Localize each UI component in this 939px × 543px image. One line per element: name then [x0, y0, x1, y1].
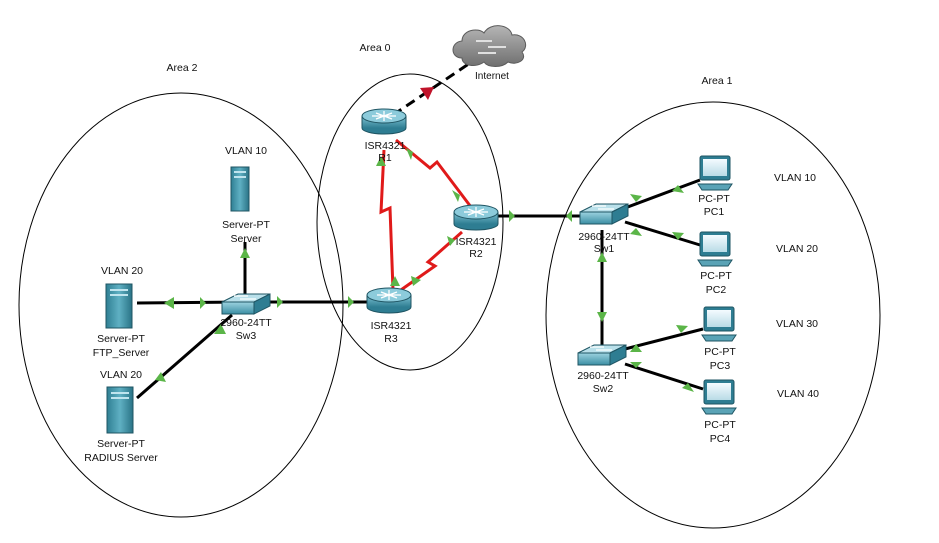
pc3-model: PC-PT	[704, 346, 736, 358]
switch-sw2-model: 2960-24TT	[577, 370, 629, 382]
pc-pc4[interactable]: PC-PT PC4 VLAN 40	[701, 379, 819, 445]
pc2-name: PC2	[706, 284, 727, 296]
switch-arrows-icon	[590, 346, 612, 351]
pc1-name: PC1	[704, 206, 725, 218]
server-model: Server-PT	[222, 219, 270, 231]
link-sw2-pc4[interactable]	[624, 362, 704, 391]
link-up-indicator	[672, 232, 684, 240]
link-up-indicator	[411, 276, 421, 286]
pc2-vlan-label: VLAN 20	[776, 243, 818, 255]
area-0-label: Area 0	[360, 42, 391, 54]
link-up-indicator	[672, 185, 684, 193]
switch-sw1-model: 2960-24TT	[578, 231, 630, 243]
switch-arrows-icon	[234, 295, 256, 300]
area-0-boundary	[316, 73, 504, 371]
switch-sw3-name: Sw3	[236, 330, 257, 342]
link-up-indicator	[200, 297, 206, 309]
radius-server-name: RADIUS Server	[84, 452, 158, 464]
link-sw1-pc1[interactable]	[624, 178, 701, 210]
link-up-indicator	[676, 325, 688, 333]
link-r1-r2-serial[interactable]	[395, 138, 473, 208]
pc3-name: PC3	[710, 360, 731, 372]
router-arrows-icon	[372, 111, 396, 121]
link-down-indicator-internet	[420, 87, 434, 100]
link-up-indicator	[348, 296, 354, 308]
server-server[interactable]: VLAN 10 Server-PT Server	[222, 145, 270, 245]
internet-cloud[interactable]: Internet	[452, 25, 527, 82]
switch-arrows-icon	[592, 205, 614, 210]
router-arrows-icon	[377, 290, 401, 300]
pc-pc3[interactable]: PC-PT PC3 VLAN 30	[701, 306, 818, 372]
router-r3-name: R3	[384, 333, 398, 345]
link-sw2-pc3[interactable]	[624, 327, 704, 351]
link-up-indicator	[630, 228, 642, 236]
link-up-indicator	[630, 194, 642, 202]
link-up-indicator	[597, 312, 607, 322]
internet-label: Internet	[475, 71, 509, 82]
router-r1[interactable]: ISR4321 R1	[361, 108, 407, 164]
link-up-indicator	[390, 276, 400, 286]
link-up-indicator	[597, 252, 607, 262]
link-up-indicator	[452, 190, 460, 202]
server-ftp[interactable]: VLAN 20 Server-PT FTP_Server	[93, 265, 150, 359]
pc4-name: PC4	[710, 433, 731, 445]
link-up-indicator	[630, 362, 642, 368]
link-up-indicator	[214, 324, 226, 334]
pc4-vlan-label: VLAN 40	[777, 388, 819, 400]
link-up-indicator	[447, 236, 455, 246]
link-r1-r3-serial[interactable]	[379, 149, 395, 291]
link-status-indicators	[155, 148, 694, 392]
ftp-server-vlan-label: VLAN 20	[101, 265, 143, 277]
link-up-indicator	[277, 296, 283, 308]
area-2-label: Area 2	[167, 62, 198, 74]
link-up-indicator	[376, 156, 386, 166]
link-up-indicator	[630, 344, 642, 352]
link-up-indicator	[240, 248, 250, 258]
radius-server-vlan-label: VLAN 20	[100, 369, 142, 381]
link-up-indicator	[509, 210, 515, 222]
pc-pc2[interactable]: PC-PT PC2 VLAN 20	[697, 231, 818, 296]
link-up-indicator	[566, 210, 572, 222]
link-up-indicator	[406, 148, 413, 160]
link-sw3-radius[interactable]	[136, 313, 233, 400]
server-tower-icon	[230, 166, 250, 212]
pc1-vlan-label: VLAN 10	[774, 172, 816, 184]
link-up-indicator	[682, 383, 694, 392]
router-r1-model: ISR4321	[365, 140, 406, 152]
pc3-vlan-label: VLAN 30	[776, 318, 818, 330]
router-r3-model: ISR4321	[371, 320, 412, 332]
server-name: Server	[231, 233, 262, 245]
pc4-model: PC-PT	[704, 419, 736, 431]
pc-pc1[interactable]: PC-PT PC1 VLAN 10	[697, 155, 816, 218]
router-r2[interactable]: ISR4321 R2	[453, 204, 499, 260]
link-up-indicator	[155, 372, 166, 382]
radius-server-model: Server-PT	[97, 438, 145, 450]
area-1-label: Area 1	[702, 75, 733, 87]
switch-sw2[interactable]: 2960-24TT Sw2	[577, 344, 629, 395]
ftp-server-name: FTP_Server	[93, 347, 150, 359]
link-sw1-pc2[interactable]	[624, 220, 701, 247]
switch-sw3[interactable]: 2960-24TT Sw3	[220, 293, 272, 342]
area-1-boundary	[545, 101, 881, 529]
copper-links	[136, 178, 704, 400]
server-vlan-label: VLAN 10	[225, 145, 267, 157]
server-radius[interactable]: VLAN 20 Server-PT RADIUS Server	[84, 369, 158, 464]
link-up-indicator	[164, 297, 174, 309]
server-tower-icon	[105, 283, 133, 329]
switch-sw1-name: Sw1	[594, 243, 615, 255]
switch-sw3-model: 2960-24TT	[220, 317, 272, 329]
router-r2-model: ISR4321	[456, 236, 497, 248]
pc2-model: PC-PT	[700, 270, 732, 282]
switch-sw2-name: Sw2	[593, 383, 614, 395]
router-r3[interactable]: ISR4321 R3	[366, 287, 412, 345]
pc1-model: PC-PT	[698, 193, 730, 205]
server-tower-icon	[106, 386, 134, 434]
router-r2-name: R2	[469, 248, 483, 260]
router-r1-name: R1	[378, 152, 392, 164]
switch-sw1[interactable]: 2960-24TT Sw1	[578, 203, 630, 255]
area-2-boundary	[18, 92, 344, 518]
ftp-server-model: Server-PT	[97, 333, 145, 345]
router-arrows-icon	[464, 207, 488, 217]
